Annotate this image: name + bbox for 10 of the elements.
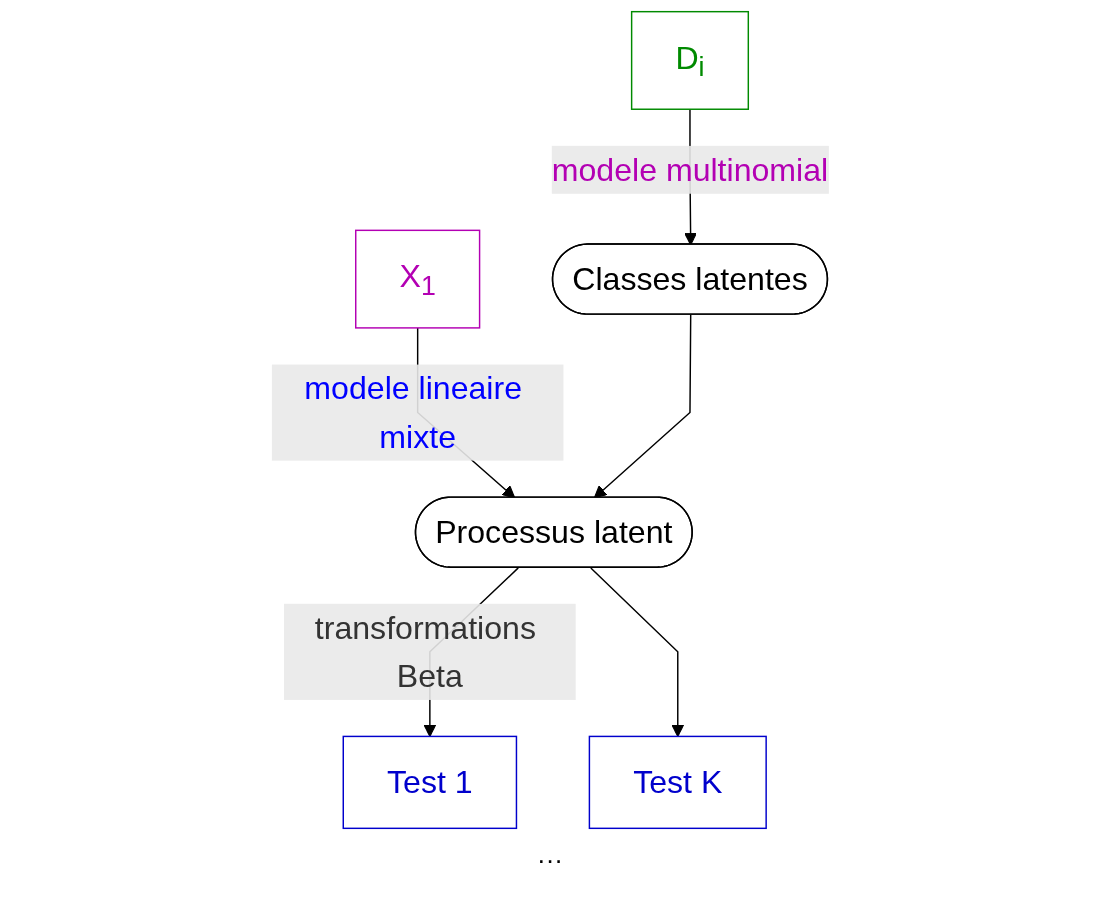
node-box: X$_{1}$	[355, 229, 481, 329]
node-box: Test K	[588, 735, 767, 830]
node-box: D$_{i}$	[630, 10, 750, 110]
ellipsis-text: ···	[537, 845, 563, 875]
node-box: Test 1	[342, 735, 518, 830]
edge-label: transformations Beta	[314, 609, 536, 695]
arrow	[590, 567, 685, 737]
arrow	[593, 314, 692, 499]
edge-label: modele lineaire mixte	[304, 370, 523, 455]
edge-label: modele multinomial	[551, 151, 829, 189]
